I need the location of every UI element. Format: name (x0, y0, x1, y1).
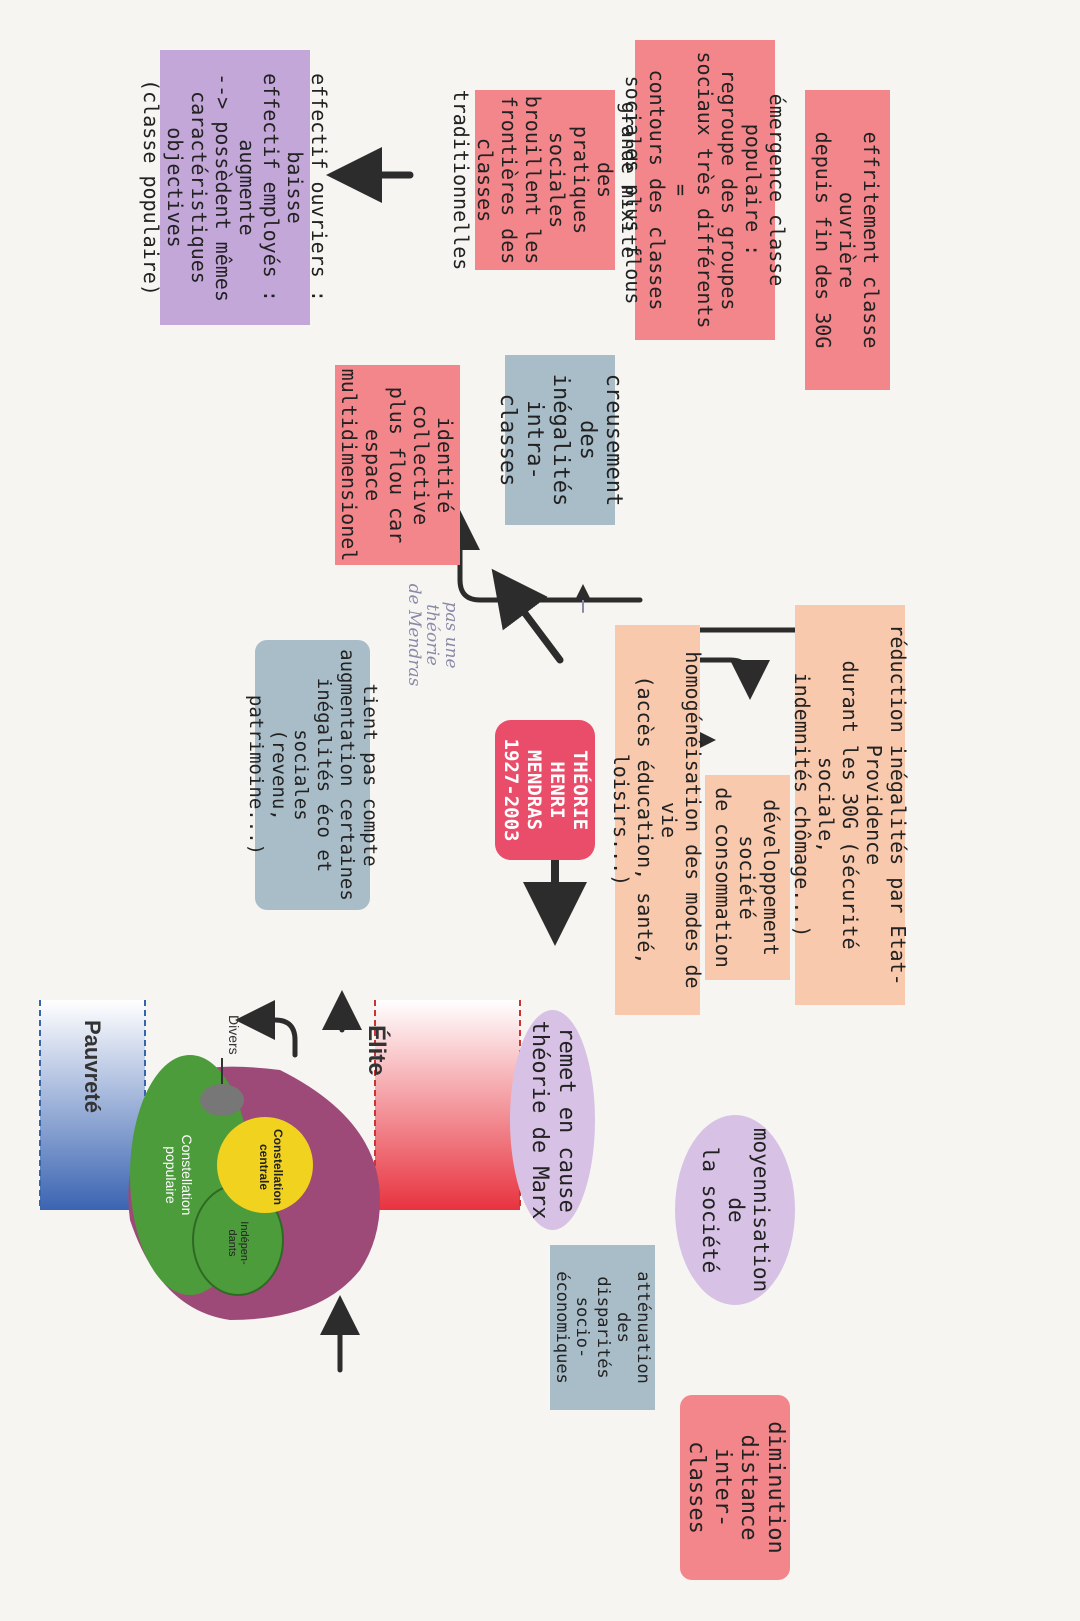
elite-band (375, 1000, 520, 1210)
label-elite: Élite (363, 1025, 390, 1076)
label-independants: Indépen- dants (226, 1221, 250, 1265)
arrow-mendras-creusement (491, 568, 564, 664)
arrow-to-emergence (637, 657, 770, 700)
box-remet-en-cause: remet en cause théorie de Marx (510, 1010, 595, 1230)
divers-shape (200, 1084, 244, 1116)
pauvrete-band (40, 1000, 145, 1210)
box-homogeneisation: homogénéisation des modes de vie (accès … (610, 625, 706, 1015)
box-effectif: effectif ouvriers : baisse effectif empl… (139, 50, 331, 325)
arrow-to-reduction (235, 1000, 298, 1058)
box-diminution: diminution distance inter- classes (680, 1395, 790, 1580)
box-tient-pas-compte: tient pas compte augmentation certaines … (245, 640, 381, 910)
arrow-to-mixite (440, 510, 643, 603)
label-constellation-populaire: Constellation populaire (163, 1134, 195, 1216)
box-attenuation: atténuation des disparités socio- économ… (550, 1245, 655, 1410)
label-divers: Divers (226, 1015, 242, 1055)
constellation-centrale-shape (217, 1117, 313, 1213)
box-mendras[interactable]: THÉORIE HENRI MENDRAS 1927-2003 (495, 720, 595, 860)
box-identite: identité collective plus flou car espace… (335, 365, 460, 565)
box-developpement: développement société de consommation (705, 775, 790, 980)
box-grande-mixite: grande mixité des pratiques sociales bro… (449, 89, 641, 271)
label-pauvrete: Pauvreté (80, 1020, 105, 1113)
label-constellation-centrale: Constellation centrale (257, 1128, 285, 1205)
social-structure-diagram (39, 1000, 521, 1320)
handwritten-note: pas une théorie de Mendras (403, 583, 461, 687)
box-reduction: réduction inégalités par Etat-Providence… (790, 605, 910, 1005)
box-emergence: émergence classe populaire : regroupe de… (621, 40, 789, 340)
box-effritement: effritement classe ouvrière depuis fin d… (805, 90, 890, 390)
box-creusement: creusement des inégalités intra-classes (495, 355, 626, 525)
box-moyennisation: moyennisation de la société (675, 1115, 795, 1305)
